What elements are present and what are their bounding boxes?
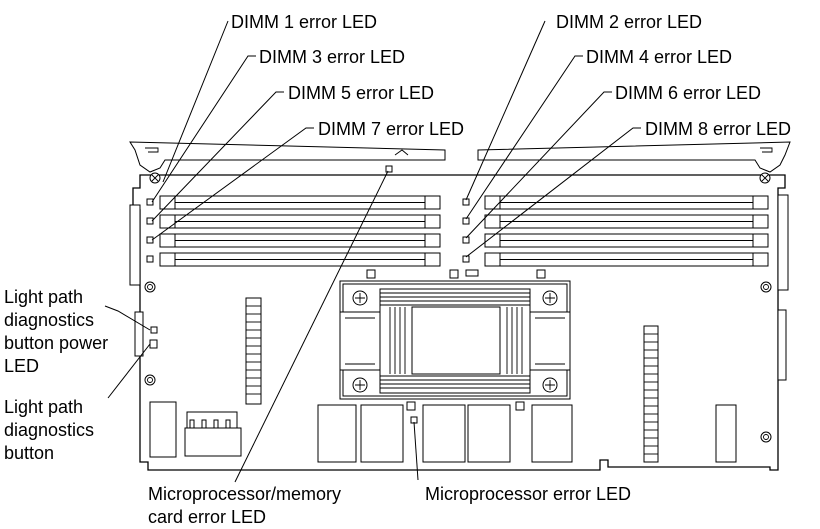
dimm-3-error-led [146, 217, 154, 225]
dimm-slot-6[interactable] [484, 233, 769, 248]
card-error-led-label-line-2: card error LED [148, 507, 266, 527]
bottom-connectors [317, 401, 737, 463]
card-error-led-label-line-1: Microprocessor/memory [148, 484, 341, 504]
dimm-slots-left [159, 195, 441, 267]
dimm-6-error-led-label: DIMM 6 error LED [615, 83, 761, 103]
callout-lines [104, 20, 641, 483]
heat-sink-screw-icon[interactable] [542, 377, 558, 393]
dimm-slots-right [484, 195, 769, 267]
dimm-1-error-led [146, 198, 154, 206]
dimm-8-error-led [462, 255, 470, 263]
power-led-label-line-2: diagnostics [4, 310, 94, 330]
dimm-4-error-led-label: DIMM 4 error LED [586, 47, 732, 67]
diag-button-label-line-2: diagnostics [4, 420, 94, 440]
lower-left-connectors [149, 401, 242, 458]
dimm-3-error-led-label: DIMM 3 error LED [259, 47, 405, 67]
dimm-7-error-led [146, 255, 154, 263]
dimm-slot-5[interactable] [159, 233, 441, 248]
power-led-label-line-4: LED [4, 356, 39, 376]
diag-button-label-line-1: Light path [4, 397, 83, 417]
diag-button-label-line-3: button [4, 443, 54, 463]
callout-labels: DIMM 1 error LED DIMM 3 error LED DIMM 5… [4, 12, 791, 527]
microprocessor-heat-sink [339, 280, 571, 400]
dimm-5-error-led [146, 236, 154, 244]
dimm-8-error-led-label: DIMM 8 error LED [645, 119, 791, 139]
dimm-slot-2[interactable] [484, 195, 769, 210]
dimm-slot-3[interactable] [159, 214, 441, 229]
dimm-slot-4[interactable] [484, 214, 769, 229]
dimm-2-error-led-label: DIMM 2 error LED [556, 12, 702, 32]
screw-icon [760, 281, 772, 293]
dimm-5-error-led-label: DIMM 5 error LED [288, 83, 434, 103]
power-led-label-line-3: button power [4, 333, 108, 353]
connector-tabs [366, 269, 546, 279]
dimm-error-leds [146, 165, 470, 263]
board-screws [144, 281, 772, 443]
heat-sink-screw-icon[interactable] [352, 377, 368, 393]
dimm-slot-8[interactable] [484, 252, 769, 267]
microprocessor-error-led-label: Microprocessor error LED [425, 484, 631, 504]
heat-sink-screw-icon[interactable] [542, 290, 558, 306]
left-release-lever[interactable] [129, 141, 446, 184]
right-vertical-connector [643, 325, 659, 463]
dimm-slot-7[interactable] [159, 252, 441, 267]
dimm-4-error-led [462, 217, 470, 225]
dimm-1-error-led-label: DIMM 1 error LED [231, 12, 377, 32]
left-vertical-connector [245, 297, 262, 405]
screw-icon [760, 431, 772, 443]
dimm-7-error-led-label: DIMM 7 error LED [318, 119, 464, 139]
power-led-label-line-1: Light path [4, 287, 83, 307]
microprocessor-memory-card-error-led [385, 165, 393, 173]
heat-sink-screw-icon[interactable] [352, 290, 368, 306]
screw-icon [144, 281, 156, 293]
light-path-diagnostics-button[interactable] [149, 339, 158, 349]
dimm-slot-1[interactable] [159, 195, 441, 210]
dimm-6-error-led [462, 236, 470, 244]
screw-icon [144, 374, 156, 386]
right-release-lever[interactable] [477, 141, 791, 184]
light-path-power-led [150, 326, 158, 334]
